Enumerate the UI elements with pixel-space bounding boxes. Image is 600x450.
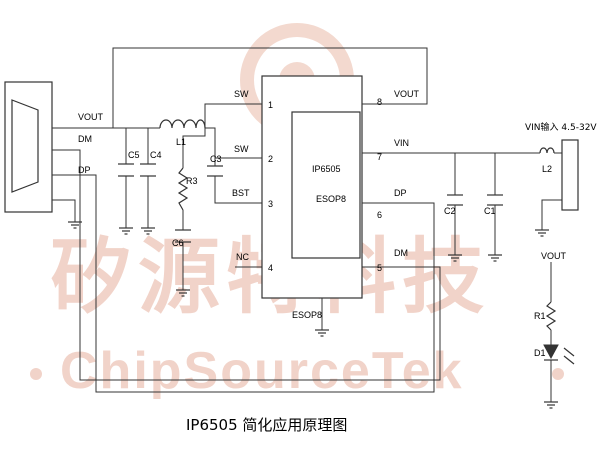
inductor-l2: L2: [539, 147, 555, 174]
pin-3-name: BST: [232, 188, 250, 198]
watermark-dot-left: [30, 368, 42, 380]
chip-package-inner: ESOP8: [316, 194, 346, 204]
resistor-r1-zigzag: [545, 301, 557, 331]
ground-chip-icon: [315, 329, 329, 337]
resistor-r3: R3: [177, 167, 198, 211]
pin-6-name: DP: [394, 188, 407, 198]
resistor-r3-zigzag: [177, 167, 189, 211]
diode-d1-ray-1: [563, 347, 575, 357]
capacitor-c2: C2: [444, 194, 463, 216]
pin-7-name: VIN: [394, 138, 409, 148]
pin-8-name: VOUT: [394, 89, 420, 99]
wire-dp: [52, 174, 435, 393]
wire-c3-bst: [214, 176, 262, 204]
diode-d1-ray-2: [563, 355, 575, 365]
pin-7-number: 7: [377, 152, 382, 162]
diagram-caption: IP6505 简化应用原理图: [186, 416, 347, 434]
resistor-r3-label: R3: [186, 176, 198, 186]
ground-c5-icon: [119, 227, 133, 235]
resistor-r1: R1: [534, 301, 557, 331]
pin-5-name: DM: [394, 248, 408, 258]
vin-input-label: VIN输入 4.5-32V: [525, 121, 597, 133]
wire-usb-gnd: [52, 199, 76, 222]
capacitor-c3: C3: [207, 154, 223, 177]
watermark-brand-en: ChipSourceTek: [60, 342, 464, 400]
usb-dp-label: DP: [78, 165, 91, 175]
capacitor-c4: C4: [140, 150, 162, 177]
pin-1-number: 1: [268, 100, 273, 110]
chip-inner-pad: [291, 111, 361, 259]
wire-dm: [52, 149, 441, 381]
diode-d1-triangle: [543, 344, 559, 360]
pin-1-name: SW: [234, 89, 249, 99]
inductor-l1: L1: [159, 119, 206, 147]
ground-c6-icon: [176, 289, 190, 297]
wire-vout-top-loop: [112, 47, 428, 128]
usb-vout-label: VOUT: [78, 112, 104, 122]
ground-c4-icon: [141, 227, 155, 235]
ground-symbols: [68, 221, 558, 409]
pin-3-number: 3: [268, 199, 273, 209]
ground-c1-icon: [488, 254, 502, 262]
wire-r3-top: [182, 128, 206, 168]
usb-connector-body: [4, 81, 53, 213]
pin-4-number: 4: [268, 263, 273, 273]
usb-dm-label: DM: [78, 134, 92, 144]
capacitor-c1-label: C1: [484, 206, 496, 216]
diode-d1-label: D1: [534, 348, 546, 358]
pin-5-number: 5: [377, 263, 382, 273]
inductor-l2-label: L2: [542, 164, 552, 174]
wire-sw2: [205, 127, 262, 159]
capacitor-c3-label: C3: [210, 154, 222, 164]
ground-led-icon: [544, 401, 558, 409]
vin-connector: [561, 139, 579, 211]
pin-6-number: 6: [377, 210, 382, 220]
resistor-r1-label: R1: [534, 311, 546, 321]
wire-vin-gnd: [541, 199, 562, 230]
inductor-l1-label: L1: [176, 137, 186, 147]
usb-port-shape: [11, 99, 39, 193]
capacitor-c5: C5: [118, 150, 140, 177]
capacitor-c1: C1: [484, 194, 503, 216]
capacitor-c2-label: C2: [444, 206, 456, 216]
capacitor-c6: C6: [172, 229, 191, 248]
pin-8-number: 8: [377, 97, 382, 107]
ground-c2-icon: [448, 254, 462, 262]
capacitor-c6-label: C6: [172, 238, 184, 248]
pin-2-number: 2: [268, 154, 273, 164]
led-supply-label: VOUT: [541, 251, 567, 261]
watermark-dot-right: [552, 368, 564, 380]
pin-2-name: SW: [234, 144, 249, 154]
inductor-l2-coil: [539, 147, 555, 154]
capacitor-c5-label: C5: [128, 150, 140, 160]
usb-connector: [4, 81, 53, 213]
wire-l1-sw1: [204, 103, 262, 128]
chip-ip6505: IP6505 ESOP8 ESOP8 1 2 3 4 5 6 7 8 SW SW…: [232, 75, 420, 320]
ground-usb-icon: [68, 221, 82, 229]
chip-name: IP6505: [312, 164, 341, 174]
pin-4-name: NC: [236, 252, 249, 262]
inductor-l1-coil: [159, 119, 206, 129]
wiring: [52, 47, 562, 402]
chip-package-outer: ESOP8: [292, 310, 322, 320]
capacitor-c4-label: C4: [150, 150, 162, 160]
ground-vin-icon: [535, 229, 549, 237]
diode-d1: D1: [534, 344, 575, 365]
